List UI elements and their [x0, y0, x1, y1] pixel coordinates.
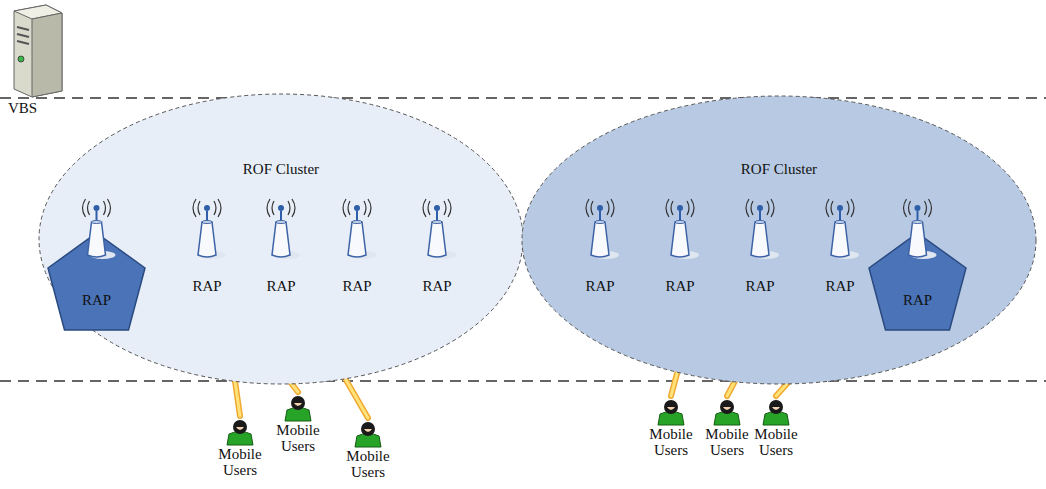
- antenna-icon: [267, 199, 300, 259]
- rap-node: RAP: [575, 198, 625, 298]
- node-label: RAP: [815, 278, 865, 294]
- node-label: RAP: [332, 278, 382, 294]
- rap-node: RAP: [412, 198, 462, 298]
- node-label: Mobile Users: [647, 398, 695, 458]
- server-icon: [14, 5, 62, 97]
- antenna-icon: [666, 199, 699, 259]
- cluster-title: ROF Cluster: [38, 161, 524, 177]
- rof-cluster: ROF ClusterRAP RAP RAP RAP RAP: [38, 93, 524, 385]
- node-label: Mobile Users: [273, 394, 323, 454]
- node-shape: [869, 198, 966, 330]
- rap-node: RAP: [332, 198, 382, 298]
- antenna-icon: [423, 199, 456, 259]
- mobile-user: Mobile Users: [752, 398, 800, 458]
- user-icon: [355, 422, 381, 447]
- mobile-user: Mobile Users: [703, 398, 751, 458]
- user-icon: [658, 400, 684, 425]
- user-icon: [285, 396, 311, 421]
- antenna-icon: [746, 199, 779, 259]
- antenna-icon: [83, 199, 116, 259]
- dashed-line: [0, 97, 1046, 99]
- antenna-icon: [904, 199, 937, 259]
- antenna-icon: [193, 199, 226, 259]
- user-icon: [227, 420, 253, 445]
- node-label: RAP: [655, 278, 705, 294]
- rof-cluster: ROF ClusterRAPRAPRAPRAPRAP: [521, 95, 1037, 385]
- mobile-user: Mobile Users: [647, 398, 695, 458]
- rap-node: RAP: [256, 198, 306, 298]
- rap-node: RAP: [815, 198, 865, 298]
- node-label: Mobile Users: [343, 420, 393, 480]
- node-shape: [48, 198, 145, 330]
- rap-node: RAP: [655, 198, 705, 298]
- mobile-user: Mobile Users: [273, 394, 323, 454]
- node-label: RAP: [48, 292, 145, 308]
- rap-node: RAP: [735, 198, 785, 298]
- node-label: RAP: [182, 278, 232, 294]
- rap-node: RAP: [182, 198, 232, 298]
- user-icon: [714, 400, 740, 425]
- cluster-title: ROF Cluster: [521, 161, 1037, 177]
- node-label: RAP: [575, 278, 625, 294]
- dashed-line: [0, 380, 1046, 382]
- user-icon: [763, 400, 789, 425]
- mobile-user: Mobile Users: [215, 418, 265, 478]
- node-label: Mobile Users: [215, 418, 265, 478]
- node-label: RAP: [869, 292, 966, 308]
- node-label: RAP: [256, 278, 306, 294]
- antenna-icon: [826, 199, 859, 259]
- mobile-user: Mobile Users: [343, 420, 393, 480]
- rap-node: RAP: [869, 198, 966, 330]
- vbs-server: VBS: [6, 3, 68, 119]
- node-label: RAP: [735, 278, 785, 294]
- antenna-icon: [343, 199, 376, 259]
- rap-node: RAP: [48, 198, 145, 330]
- antenna-icon: [586, 199, 619, 259]
- node-label: Mobile Users: [752, 398, 800, 458]
- node-label: RAP: [412, 278, 462, 294]
- node-label: Mobile Users: [703, 398, 751, 458]
- node-label: VBS: [6, 100, 68, 116]
